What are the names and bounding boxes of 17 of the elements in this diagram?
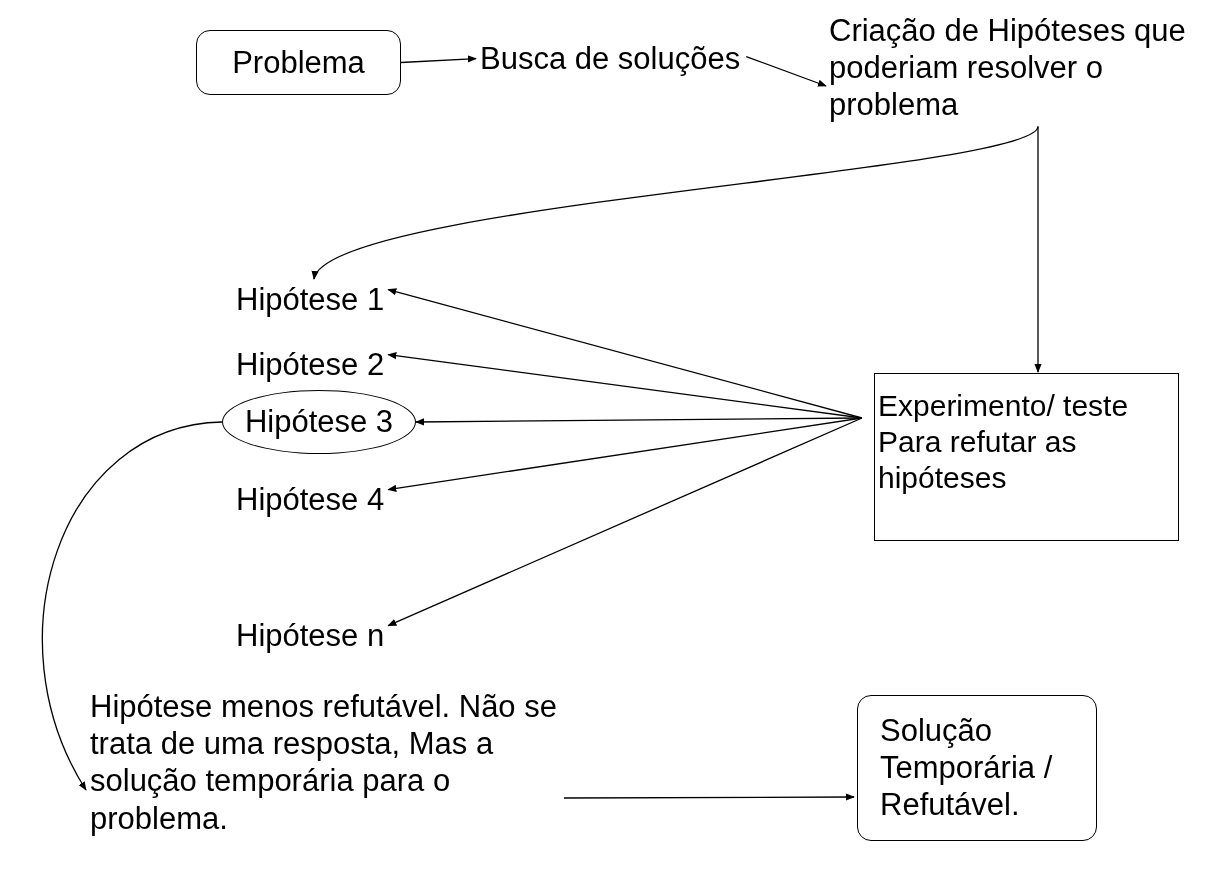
step-text: Criação de Hipóteses que poderiam resolver o problema: [829, 12, 1187, 124]
arrow: [1034, 125, 1042, 373]
hypothesis-text: Hipótese 1: [236, 281, 385, 319]
conclusion-text: Hipótese menos refutável. Não se trata de uma resposta, Mas a solução temporária para o problema.: [90, 688, 558, 837]
solution-box: Solução Temporária / Refutável.: [857, 695, 1097, 841]
arrow: [41, 421, 223, 791]
process-box: Problema: [196, 30, 401, 95]
arrow: [387, 417, 863, 627]
hypothesis-text: Hipótese 4: [236, 481, 385, 519]
hypothesis-text: Hipótese n: [236, 617, 385, 655]
experiment-box: Experimento/ teste Para refutar as hipóteses: [874, 373, 1179, 541]
arrow: [400, 55, 477, 64]
arrow: [415, 417, 863, 426]
step-text: Busca de soluções: [480, 40, 741, 78]
hypothesis-text: Hipótese 2: [236, 346, 385, 384]
arrow: [563, 793, 855, 801]
arrow: [745, 55, 827, 87]
